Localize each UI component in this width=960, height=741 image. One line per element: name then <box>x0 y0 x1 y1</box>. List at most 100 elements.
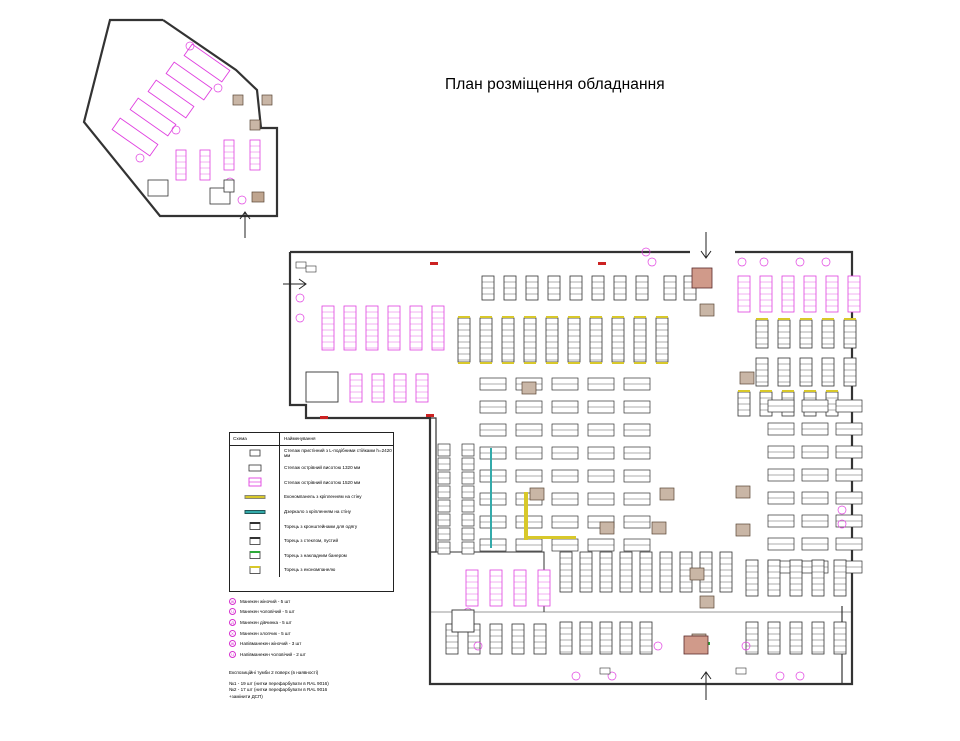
legend-label: Торець з стеклом, пустий <box>284 538 339 544</box>
end-cap <box>756 318 768 320</box>
mannequin-icon <box>821 257 831 267</box>
mannequin-icon <box>295 313 305 323</box>
mannequin-icon <box>647 257 657 267</box>
note-line: Експозиційні тумби 2 поверх (в наявності… <box>229 670 319 675</box>
mannequin-item: Ч Манекен чоловічий - 5 шт <box>229 607 399 618</box>
rack <box>533 623 547 655</box>
legend-symbol-end-brackets <box>230 518 280 534</box>
mannequin-label: Манекен хлопчик - 5 шт <box>240 630 291 636</box>
end-cap <box>458 316 470 318</box>
legend-row: Торець з кронштейнами для одягу <box>230 518 393 534</box>
island-rack-1520 <box>223 139 235 171</box>
end-cap <box>458 362 470 364</box>
end-cap <box>738 390 750 392</box>
rack <box>767 621 781 655</box>
mannequin-icon: Ч <box>229 650 236 658</box>
furniture <box>111 41 863 681</box>
note-line: +замінити ДСП) <box>229 693 263 699</box>
mannequin-item: Х Манекен хлопчик - 5 шт <box>229 628 399 639</box>
rack <box>619 621 633 655</box>
entrance-arrows <box>239 211 712 700</box>
legend-col-name: Найменування <box>284 436 316 441</box>
island-rack-1520 <box>175 149 187 181</box>
end-cap <box>590 362 602 364</box>
mannequin-icon <box>653 641 663 651</box>
legend-symbol-end-glass <box>230 533 280 549</box>
island-rack-1520 <box>415 373 429 403</box>
legend-symbol-island-1320 <box>230 460 280 476</box>
island-rack-1520 <box>431 305 445 351</box>
mannequin-icon <box>295 293 305 303</box>
rack <box>789 621 803 655</box>
rack <box>755 357 769 387</box>
mannequin-label: Напівманекен чоловічий - 2 шт <box>240 651 306 657</box>
legend-row: Стелаж острівний висотою 1320 мм <box>230 460 393 476</box>
mannequin-icon: Д <box>229 618 236 626</box>
display-stand <box>251 191 265 203</box>
island-rack-1520 <box>371 373 385 403</box>
end-cap <box>524 316 536 318</box>
end-cap <box>760 390 772 392</box>
legend-col-scheme: Схема <box>230 433 280 445</box>
mannequin-icon <box>759 257 769 267</box>
rack <box>777 357 791 387</box>
rack <box>489 623 503 655</box>
rack <box>479 317 493 363</box>
legend-symbol-wall-rack <box>230 446 280 461</box>
legend-label: Економпанель з кріпленням на стіну <box>284 494 362 500</box>
end-cap <box>524 492 528 540</box>
island-rack-1520 <box>111 117 159 157</box>
legend-row: Економпанель з кріпленням на стіну <box>230 489 393 505</box>
rack <box>511 623 525 655</box>
end-cap <box>502 362 514 364</box>
legend-label: Торець з накладним банером <box>284 552 347 558</box>
mannequin-icon <box>837 505 847 515</box>
legend-row: Стелаж острівний висотою 1520 мм <box>230 475 393 490</box>
display-stand <box>232 94 244 106</box>
display-stand <box>521 381 537 395</box>
mannequin-icon <box>171 125 181 135</box>
fitting-booth <box>223 179 235 193</box>
legend-label: Стелаж острівний висотою 1320 мм <box>284 465 361 471</box>
display-stand <box>529 487 545 501</box>
end-cap <box>568 316 580 318</box>
island-rack-1520 <box>365 305 379 351</box>
mannequin-icon <box>641 247 651 257</box>
rack <box>843 357 857 387</box>
end-cap <box>480 362 492 364</box>
rack <box>639 621 653 655</box>
mannequin-icon <box>795 671 805 681</box>
end-cap <box>598 262 606 265</box>
entrance-arrow <box>700 671 712 680</box>
mannequin-icon <box>837 519 847 529</box>
mannequin-label: Манекен чоловічий - 5 шт <box>240 609 295 615</box>
island-rack-1520 <box>321 305 335 351</box>
mannequin-icon <box>237 195 247 205</box>
wall-line <box>82 18 279 218</box>
end-cap <box>524 362 536 364</box>
display-stand <box>735 523 751 537</box>
cash-desk <box>683 635 709 655</box>
mannequin-icon: Х <box>229 629 236 637</box>
mannequin-icon: Ч <box>229 608 236 616</box>
legend-table: Схема Найменування Стелаж пристінний з L… <box>229 432 394 592</box>
legend-symbol-end-econom <box>230 562 280 578</box>
end-cap <box>546 362 558 364</box>
note-line: №1 - 19 шт (нитки перефарбувати в RAL 90… <box>229 681 329 687</box>
legend-row: Дзеркало з кріпленням на стіну <box>230 504 393 519</box>
legend-symbol-econompanel <box>230 489 280 505</box>
end-cap <box>778 318 790 320</box>
note-line: №2 - 17 шт (нитки перефарбувати в RAL 90… <box>229 687 328 693</box>
mannequin-icon <box>607 671 617 681</box>
island-rack-1520 <box>199 149 211 181</box>
end-cap <box>480 316 492 318</box>
mannequin-icon <box>473 641 483 651</box>
fitting-room <box>451 609 475 633</box>
small-box <box>735 667 747 675</box>
rack <box>579 621 593 655</box>
mannequin-icon <box>741 641 751 651</box>
island-rack-1520 <box>165 61 213 101</box>
legend-row: Торець з накладним банером <box>230 548 393 563</box>
mannequin-icon: Ж <box>229 597 236 605</box>
